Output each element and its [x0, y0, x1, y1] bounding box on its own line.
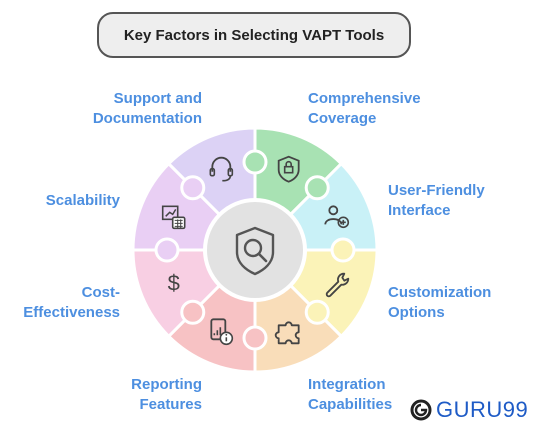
diagram-canvas: Key Factors in Selecting VAPT Tools $ Co…	[23, 12, 528, 422]
lock-shield-icon	[277, 155, 300, 183]
diagram-title: Key Factors in Selecting VAPT Tools	[97, 12, 411, 58]
puzzle-knob	[242, 325, 268, 351]
brand-logo: GURU99	[410, 398, 528, 422]
puzzle-icon	[274, 321, 300, 345]
label-cost-effectiveness: Cost-Effectiveness	[23, 284, 120, 321]
puzzle-knob	[154, 237, 180, 263]
dollar-icon: $	[168, 271, 180, 296]
headset-icon	[209, 156, 234, 182]
guru99-logo-icon	[410, 399, 432, 421]
report-info-icon	[210, 318, 234, 346]
svg-text:$: $	[168, 271, 180, 296]
wrench-icon	[325, 272, 350, 298]
puzzle-knob	[242, 149, 268, 175]
magnifier-shield-icon	[235, 226, 275, 276]
puzzle-knob	[180, 175, 206, 201]
puzzle-knob	[304, 175, 330, 201]
user-add-icon	[324, 205, 350, 229]
label-scalability: Scalability	[45, 192, 120, 209]
puzzle-knob	[330, 237, 356, 263]
factor-wheel: $	[131, 126, 379, 374]
puzzle-knob	[304, 299, 330, 325]
center-hub-ring	[207, 202, 303, 298]
puzzle-knob	[180, 299, 206, 325]
brand-text: GURU99	[436, 397, 529, 422]
growth-chart-icon	[161, 205, 186, 230]
